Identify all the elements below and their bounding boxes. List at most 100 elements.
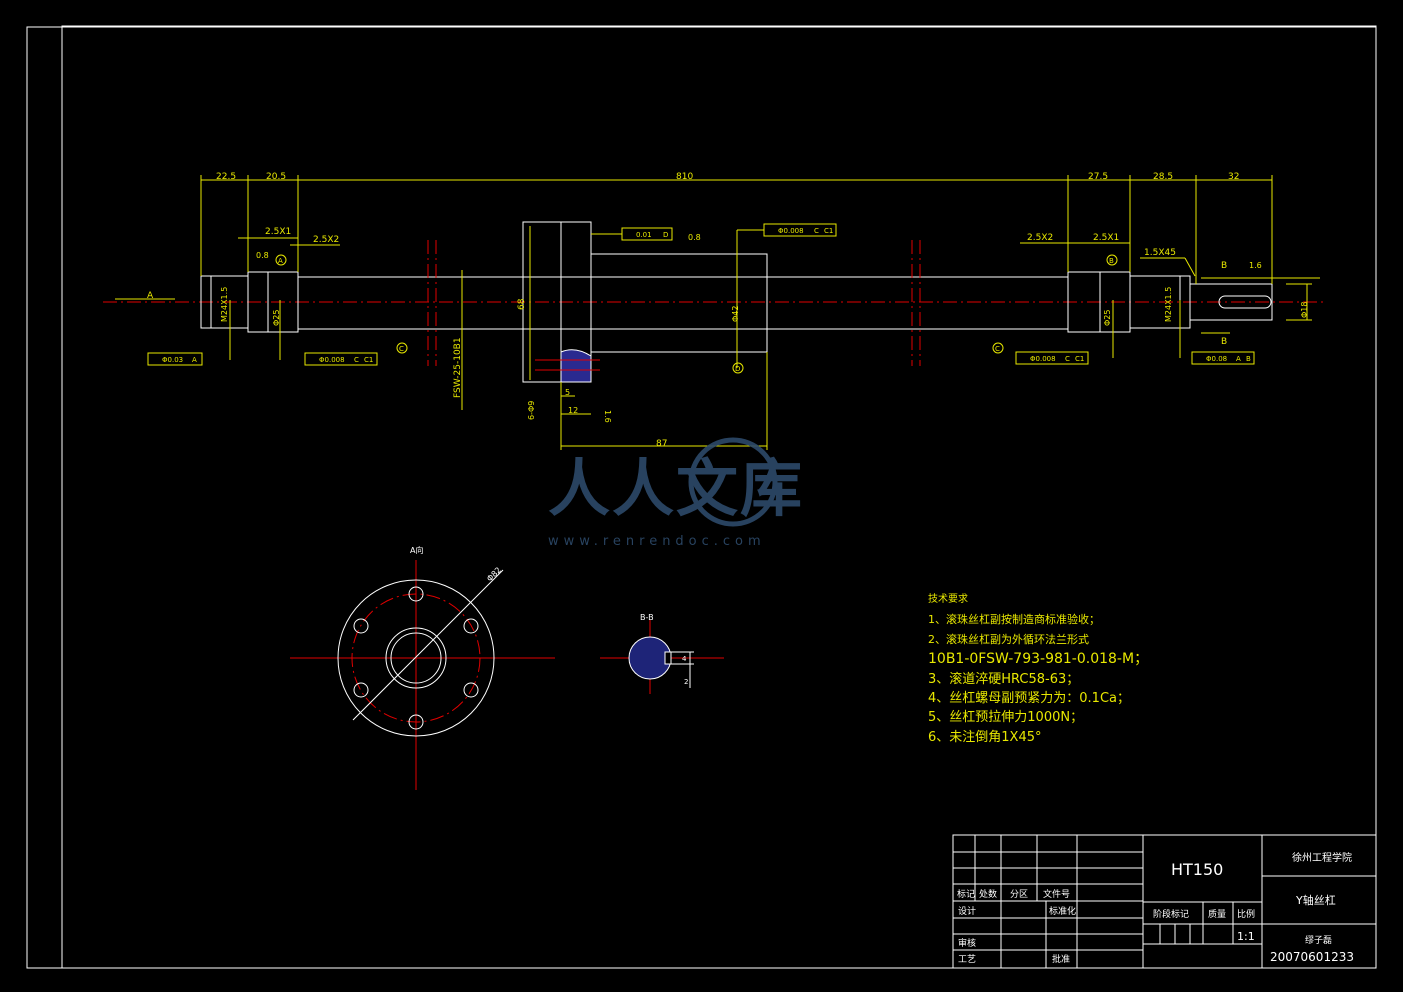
keyway-slot (1218, 295, 1272, 309)
dim-bearing-left: Φ25 (272, 310, 281, 326)
dim-chamfer-r1: 2.5X1 (1093, 233, 1119, 243)
tech-item-3: 3、滚道淬硬HRC58-63； (928, 671, 1079, 687)
datum-b-bottom: B (1221, 337, 1227, 347)
section-bb: B-B 4 2 (600, 613, 724, 694)
tb-h-mark: 标记 (957, 888, 975, 900)
dim-chamfer-15: 1.5X45 (1144, 248, 1176, 258)
section-bb-label: B-B (640, 613, 654, 622)
dim-flange-dia: Φ82 (485, 565, 503, 583)
tb-h-check: 审核 (958, 937, 976, 949)
tol-2-ref2: C1 (824, 227, 833, 235)
dimension-lines (115, 175, 1320, 450)
datum-c-left: C (399, 345, 404, 353)
flange-bore (390, 632, 442, 684)
dim-32: 32 (1228, 172, 1239, 182)
dim-key-2: 2 (684, 678, 688, 686)
tol-4-ref2: C1 (364, 356, 373, 364)
watermark-url: www.renrendoc.com (548, 534, 766, 549)
dim-12: 12 (568, 406, 578, 415)
dimension-texts: 22.5 20.5 810 27.5 28.5 32 2.5X1 2.5X2 2… (216, 172, 1309, 449)
flange-outer (337, 579, 495, 737)
tol-6-ref2: B (1246, 355, 1251, 363)
tech-item-4: 4、丝杠螺母副预紧力为：0.1Ca； (928, 690, 1130, 706)
tb-part-name: Y轴丝杠 (1295, 893, 1336, 907)
watermark: 人人文库 www.renrendoc.com (548, 437, 804, 549)
tech-requirements: 技术要求 1、滚珠丝杠副按制造商标准验收； 2、滚珠丝杠副为外循环法兰形式 10… (928, 592, 1148, 745)
dim-thread-right: M24X1.5 (1164, 287, 1173, 322)
tb-h-doc: 文件号 (1043, 888, 1070, 900)
tol-4-ref1: C (354, 356, 359, 364)
tb-h-design: 设计 (958, 905, 976, 917)
datum-d: D (735, 365, 740, 373)
dim-thread-left: M24X1.5 (220, 287, 229, 322)
dim-end-dia: Φ18 (1300, 302, 1309, 318)
dim-chamfer-r2: 2.5X2 (1027, 233, 1053, 243)
datum-c-right: C (995, 345, 1000, 353)
dim-20-5: 20.5 (266, 172, 286, 182)
dim-chamfer-l1: 2.5X1 (265, 227, 291, 237)
tol-3-ref: A (192, 356, 197, 364)
tech-item-1: 1、滚珠丝杠副按制造商标准验收； (928, 612, 1100, 626)
tb-h-zone: 分区 (1010, 889, 1028, 900)
tol-5-value: Φ0.008 (1030, 355, 1056, 363)
tb-h-std: 标准化 (1049, 905, 1076, 917)
dim-key-4: 4 (682, 655, 687, 663)
tb-h-craft: 工艺 (958, 954, 976, 965)
flange-bore-outer (385, 627, 447, 689)
nut-section-hatch (560, 349, 592, 383)
datum-markers: A B B C C D A B (147, 254, 1227, 374)
dim-fsw: FSW-25-10B1 (453, 337, 463, 398)
dim-5: 5 (565, 388, 570, 397)
tol-1-value: 0.01 (636, 231, 652, 239)
tol-2-ref1: C (814, 227, 819, 235)
rough-0-8-a: 0.8 (256, 251, 269, 260)
tb-student-id: 20070601233 (1270, 950, 1354, 964)
dim-chamfer-l2: 2.5X2 (313, 235, 339, 245)
shaft-key-end (1189, 283, 1273, 321)
shaft-elevation (103, 221, 1325, 410)
dim-810: 810 (676, 172, 693, 182)
dim-22-5: 22.5 (216, 172, 236, 182)
tb-material: HT150 (1171, 860, 1223, 879)
inner-border (61, 25, 1377, 969)
tech-item-2b: 10B1-0FSW-793-981-0.018-M； (928, 651, 1148, 667)
dim-6-holes: 6-Φ9 (527, 401, 536, 420)
tol-1-ref: D (663, 231, 668, 239)
tol-6-value: Φ0.08 (1206, 355, 1227, 363)
watermark-logo (688, 437, 778, 527)
dim-27-5: 27.5 (1088, 172, 1108, 182)
tech-title: 技术要求 (928, 592, 968, 605)
tb-h-scale: 比例 (1237, 908, 1255, 920)
view-a-label: A向 (410, 545, 423, 555)
tol-4-value: Φ0.008 (319, 356, 345, 364)
datum-circle-b: B (1109, 257, 1114, 265)
tol-5-ref2: C1 (1075, 355, 1084, 363)
rough-1-6-a: 1.6 (1249, 261, 1262, 270)
tol-3-value: Φ0.03 (162, 356, 183, 364)
tb-h-stage: 阶段标记 (1153, 908, 1189, 920)
datum-b-top: B (1221, 261, 1227, 271)
tb-school: 徐州工程学院 (1292, 851, 1352, 864)
tol-5-ref1: C (1065, 355, 1070, 363)
tech-item-2: 2、滚珠丝杠副为外循环法兰形式 (928, 632, 1089, 646)
flange-bolt-circle (351, 593, 481, 723)
tol-6-ref1: A (1236, 355, 1241, 363)
tb-h-approve: 批准 (1052, 953, 1070, 965)
dim-68: 68 (517, 298, 527, 310)
tb-h-weight: 质量 (1208, 908, 1226, 920)
watermark-brand: 人人文库 (548, 452, 804, 525)
dim-28-5: 28.5 (1153, 172, 1173, 182)
datum-circle-a: A (278, 257, 283, 265)
tech-item-5: 5、丝杠预拉伸力1000N； (928, 709, 1083, 725)
title-block: HT150 徐州工程学院 Y轴丝杠 缪子磊 20070601233 1:1 标记… (952, 834, 1377, 969)
tech-item-6: 6、未注倒角1X45° (928, 730, 1042, 745)
rough-1-6-b: 1.6 (603, 410, 612, 423)
rough-0-8-b: 0.8 (688, 233, 701, 242)
datum-a-label: A (147, 291, 154, 301)
shaft-screw-body (297, 276, 1069, 330)
nut-body (590, 253, 768, 353)
tol-2-value: Φ0.008 (778, 227, 804, 235)
tb-h-count: 处数 (979, 888, 997, 900)
dim-87: 87 (656, 439, 667, 449)
